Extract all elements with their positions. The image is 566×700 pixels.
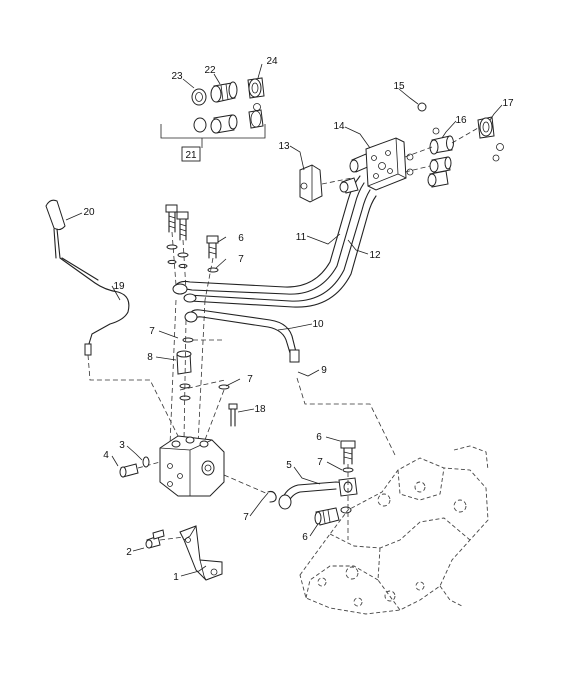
callout-16: 16: [455, 115, 467, 126]
callout-1: 1: [173, 572, 179, 583]
callout-5: 5: [286, 460, 292, 471]
mounting-bracket: [145, 525, 223, 581]
callout-23: 23: [171, 71, 183, 82]
seal-kit-group: [160, 77, 266, 162]
callout-2: 2: [126, 547, 132, 558]
callout-22: 22: [204, 65, 216, 76]
hydraulic-pipe-5: [223, 440, 358, 540]
callout-21-boxed: 21: [185, 150, 197, 161]
callout-19: 19: [113, 281, 125, 292]
callout-7-upper-washer: 7: [238, 254, 244, 265]
callout-15: 15: [393, 81, 405, 92]
callout-7-valve-washer-right: 7: [247, 374, 253, 385]
callout-8: 8: [147, 352, 153, 363]
callout-12: 12: [369, 250, 381, 261]
callout-7-valve-washer-left: 7: [149, 326, 155, 337]
bolt-18: [228, 403, 238, 427]
callout-24: 24: [266, 56, 278, 67]
hydraulic-pipe-10: [184, 309, 300, 363]
callout-6-pipe-bolt: 6: [316, 432, 322, 443]
lift-housing-outline: [87, 354, 489, 615]
callout-14: 14: [333, 121, 345, 132]
callout-leaders: [65, 63, 503, 577]
callout-18: 18: [254, 404, 266, 415]
callout-9: 9: [321, 365, 327, 376]
callout-17: 17: [502, 98, 514, 109]
callout-7-pipe-washer: 7: [317, 457, 323, 468]
callout-11: 11: [296, 232, 307, 243]
callout-4: 4: [103, 450, 109, 461]
callout-10: 10: [312, 319, 324, 330]
hydraulic-pipes-11-12: [172, 153, 377, 308]
callout-3: 3: [119, 440, 125, 451]
outlet-manifold: [299, 102, 504, 203]
upper-bolts: [165, 204, 219, 301]
callout-6-upper-bolt: 6: [238, 233, 244, 244]
valve-stack: [169, 299, 230, 446]
callout-labels: 1 2 3 4 5 6 6 6 7 7 7 7 7 8 9 10 11 12 1…: [83, 56, 514, 583]
callout-7-clip: 7: [243, 512, 249, 523]
callout-13: 13: [278, 141, 290, 152]
control-lever: [45, 199, 130, 356]
control-valve-body: [119, 435, 225, 497]
callout-20: 20: [83, 207, 95, 218]
callout-6-lower-bolt: 6: [302, 532, 308, 543]
